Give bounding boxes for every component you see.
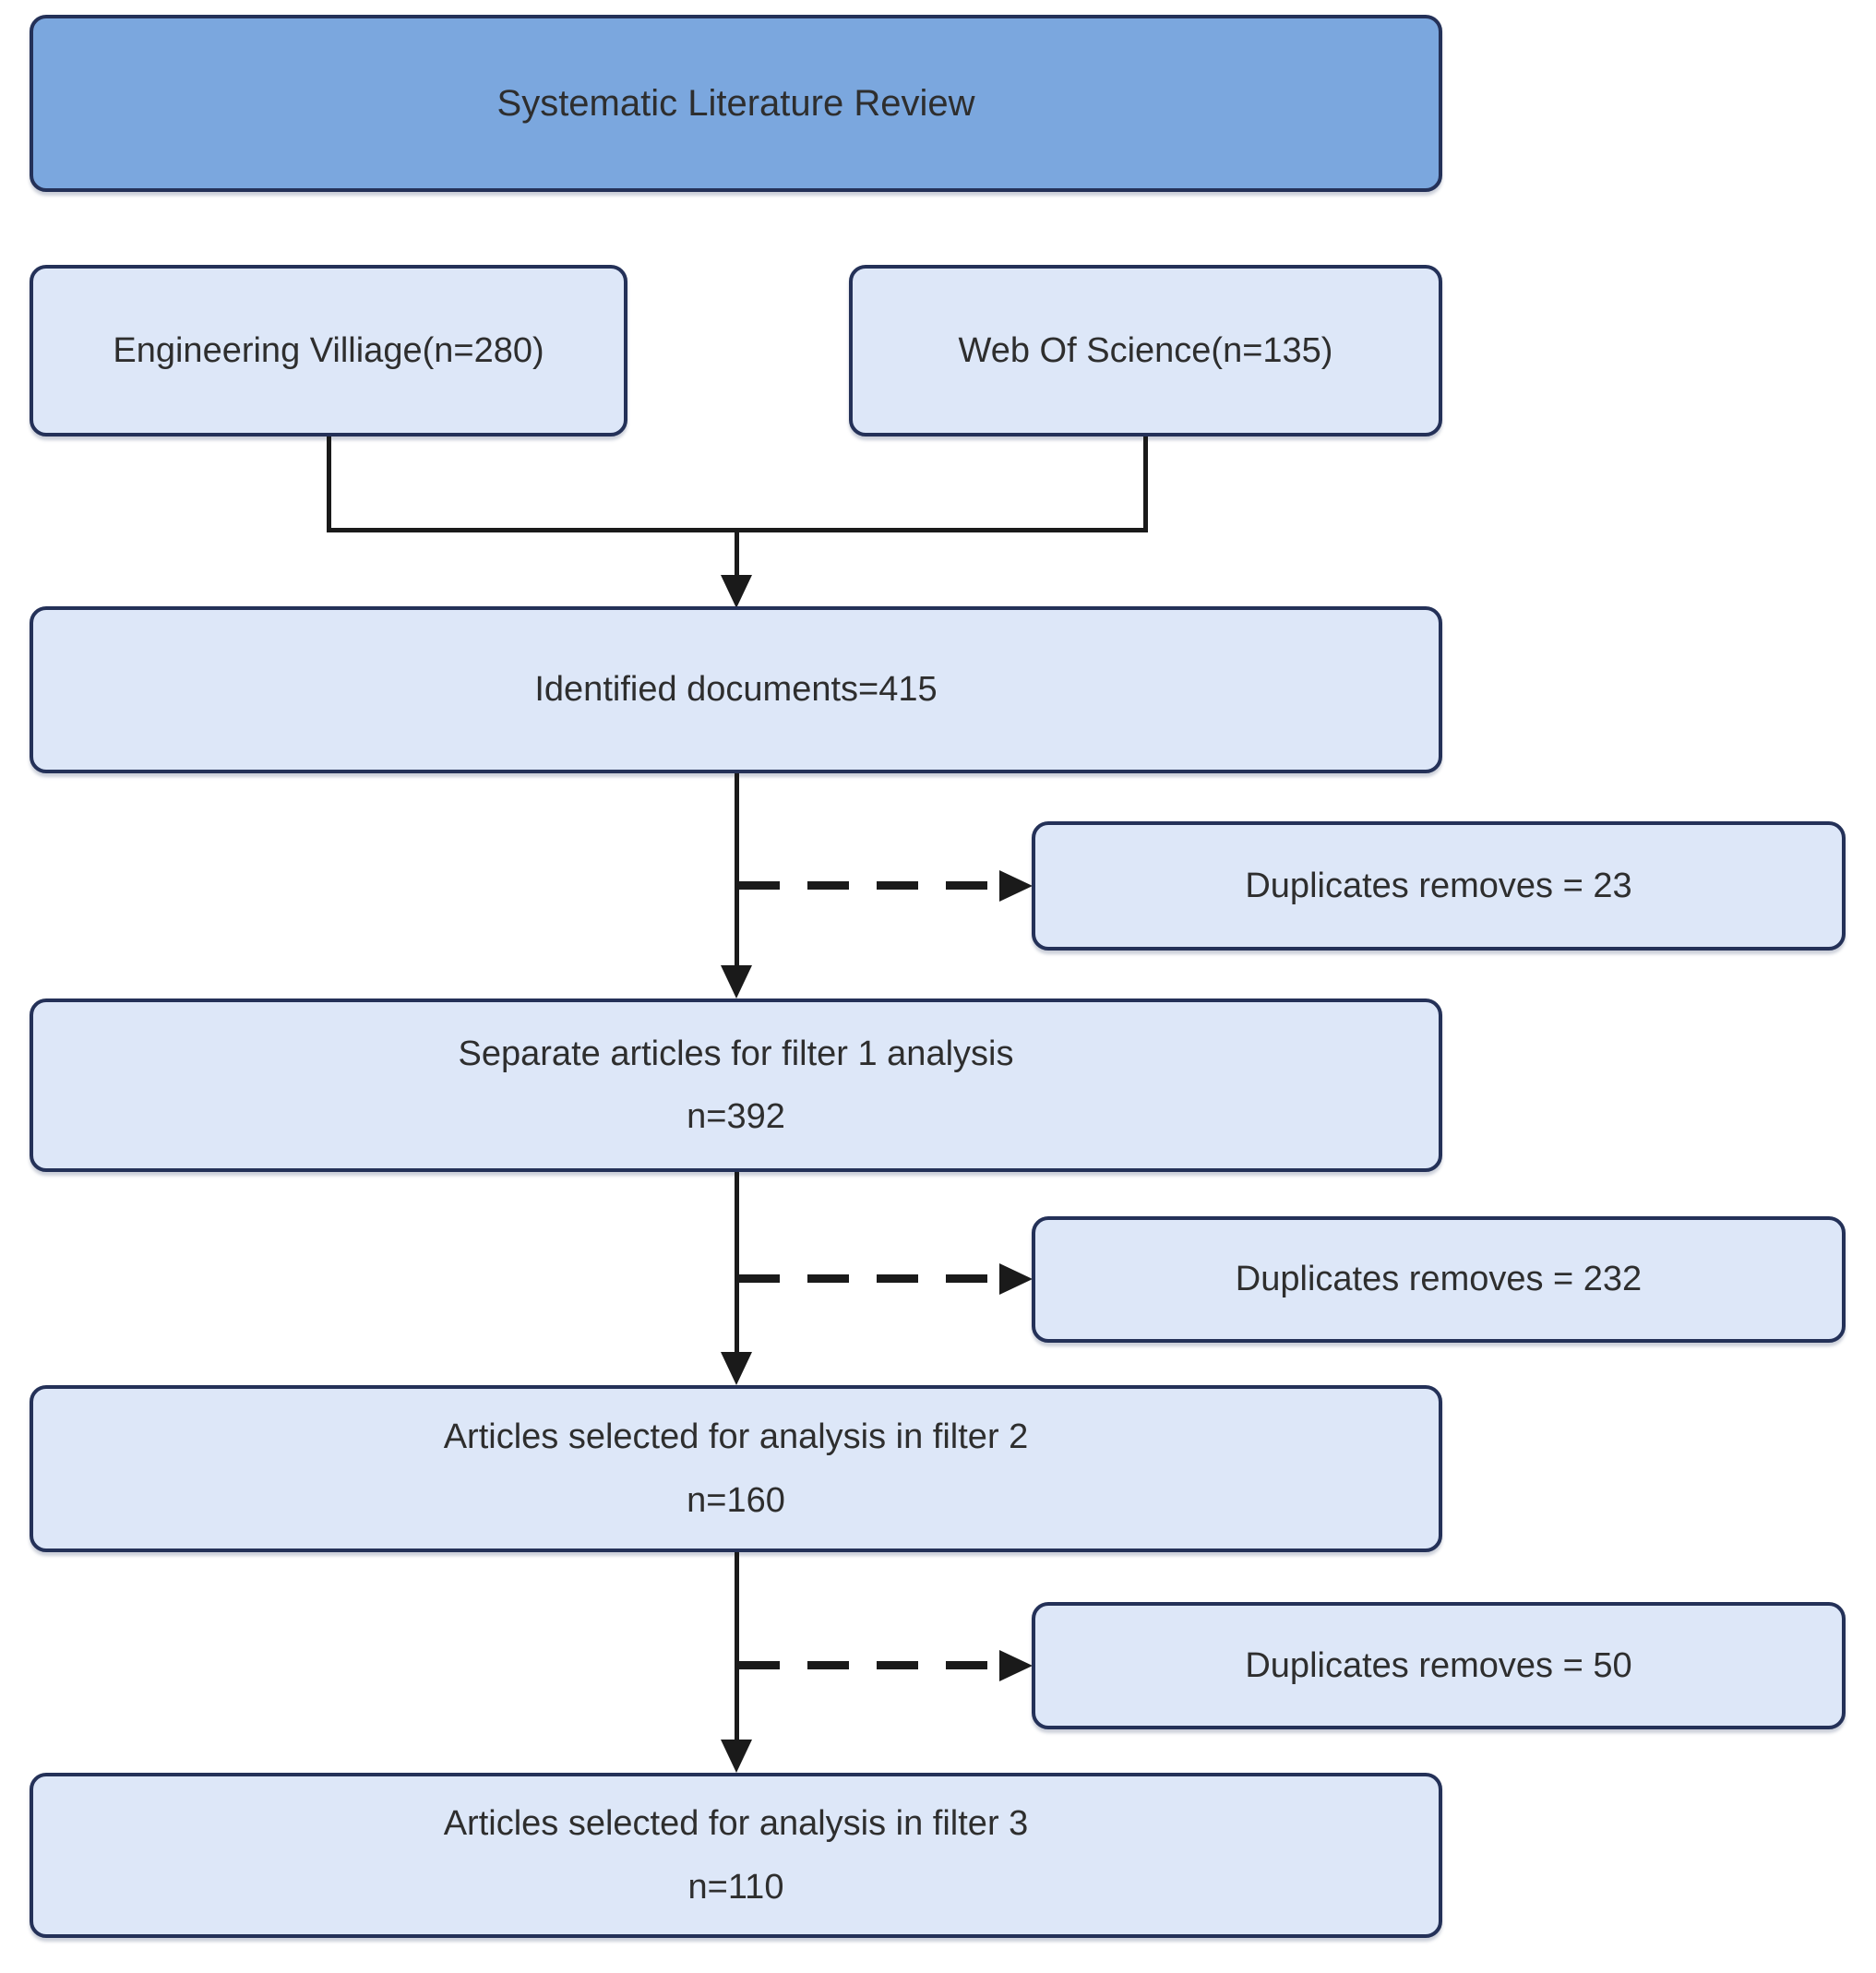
side-box-label: Duplicates removes = 23 [1245, 866, 1632, 905]
side-box-duplicates-removed-23: Duplicates removes = 23 [1032, 821, 1846, 951]
step-label-line2: n=392 [687, 1097, 785, 1136]
source-box-web-of-science: Web Of Science(n=135) [849, 265, 1442, 436]
connector-identified-to-filter1 [735, 773, 739, 969]
arrowhead-to-filter2 [721, 1352, 752, 1385]
arrowhead-to-filter1 [721, 965, 752, 998]
step-label: Identified documents=415 [534, 670, 938, 710]
step-label-line1: Separate articles for filter 1 analysis [458, 1034, 1014, 1073]
side-box-duplicates-removed-50: Duplicates removes = 50 [1032, 1602, 1846, 1729]
step-label-line1: Articles selected for analysis in filter… [443, 1804, 1029, 1844]
step-box-identified-documents: Identified documents=415 [30, 606, 1442, 773]
side-box-duplicates-removed-232: Duplicates removes = 232 [1032, 1216, 1846, 1343]
connector-engineering-village-down [327, 436, 331, 532]
source-box-engineering-village: Engineering Villiage(n=280) [30, 265, 627, 436]
arrowhead-duplicates-3 [999, 1650, 1033, 1681]
arrowhead-duplicates-1 [999, 870, 1033, 902]
dashed-connector-duplicates-3 [738, 1661, 1001, 1669]
connector-filter2-to-filter3 [735, 1552, 739, 1744]
step-label-line1: Articles selected for analysis in filter… [443, 1417, 1029, 1457]
dashed-connector-duplicates-2 [738, 1274, 1001, 1283]
step-box-filter3: Articles selected for analysis in filter… [30, 1773, 1442, 1938]
connector-filter1-to-filter2 [735, 1172, 739, 1357]
step-box-filter2: Articles selected for analysis in filter… [30, 1385, 1442, 1552]
side-box-label: Duplicates removes = 232 [1235, 1260, 1643, 1299]
connector-merge-stub [735, 528, 739, 579]
step-label-line2: n=160 [687, 1480, 785, 1520]
dashed-connector-duplicates-1 [738, 881, 1001, 890]
arrowhead-to-filter3 [721, 1740, 752, 1773]
source-label: Web Of Science(n=135) [958, 330, 1333, 370]
source-label: Engineering Villiage(n=280) [113, 330, 544, 370]
arrowhead-duplicates-2 [999, 1263, 1033, 1295]
side-box-label: Duplicates removes = 50 [1245, 1645, 1632, 1685]
step-label-line2: n=110 [687, 1867, 784, 1907]
step-box-filter1: Separate articles for filter 1 analysis … [30, 998, 1442, 1172]
title-text: Systematic Literature Review [496, 83, 975, 124]
connector-web-of-science-down [1143, 436, 1148, 532]
arrowhead-to-identified [721, 575, 752, 608]
title-box: Systematic Literature Review [30, 15, 1442, 192]
